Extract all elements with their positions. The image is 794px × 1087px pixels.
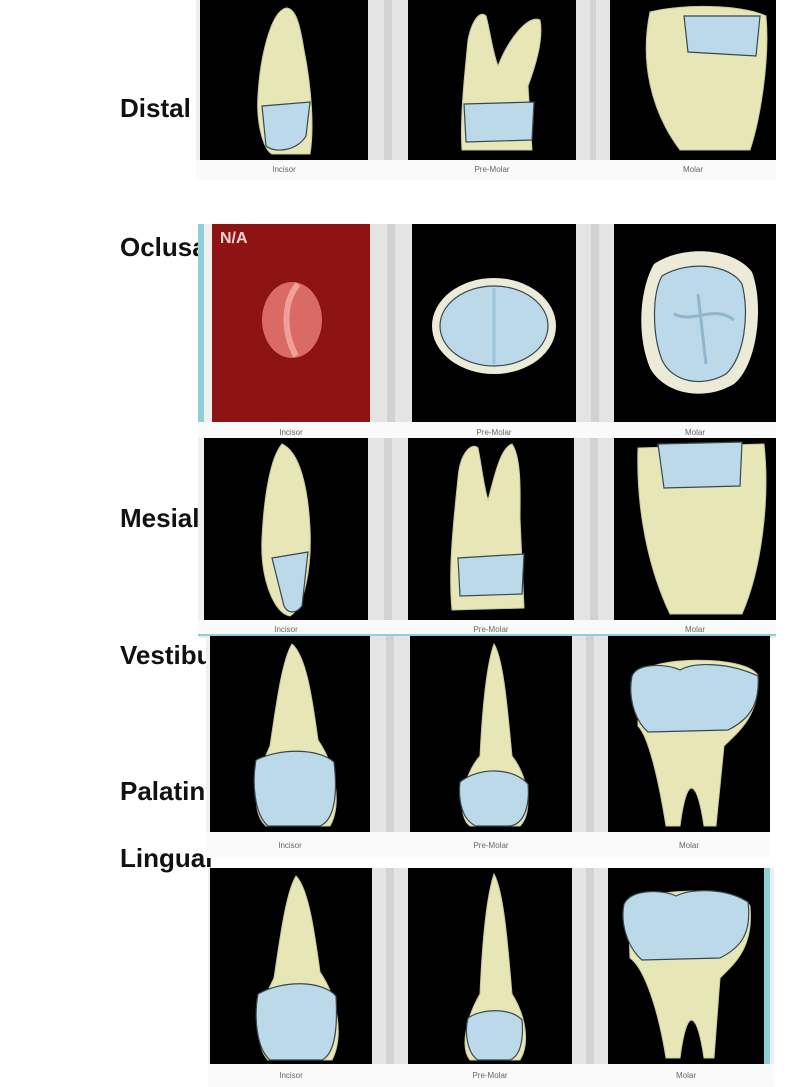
mesial-premolar-image — [408, 438, 574, 620]
oclusal-divider — [370, 224, 412, 422]
oclusal-incisor-caption: Incisor — [212, 428, 370, 437]
palatino-lingual-premolar-caption: Pre-Molar — [408, 1071, 572, 1080]
distal-image-strip: Incisor Pre-Molar Molar — [196, 0, 776, 180]
vestibular-divider — [370, 636, 410, 832]
palatino-lingual-incisor-caption: Incisor — [210, 1071, 372, 1080]
mesial-premolar-caption: Pre-Molar — [408, 625, 574, 634]
mesial-molar-image — [614, 438, 776, 620]
oclusal-incisor-image: N/A — [212, 224, 370, 422]
palatino-lingual-molar-image — [608, 868, 764, 1064]
mesial-image-strip: Incisor Pre-Molar Molar — [198, 438, 776, 638]
palatino-lingual-incisor-image — [210, 868, 372, 1064]
distal-molar-caption: Molar — [610, 165, 776, 174]
vestibular-incisor-image — [210, 636, 370, 832]
distal-incisor-caption: Incisor — [200, 165, 368, 174]
vestibular-premolar-caption: Pre-Molar — [410, 841, 572, 850]
vestibular-incisor-caption: Incisor — [210, 841, 370, 850]
palatino-lingual-image-strip: Incisor Pre-Molar Molar — [208, 868, 774, 1087]
palatino-lingual-divider — [572, 868, 608, 1064]
mesial-divider — [368, 438, 408, 620]
vestibular-molar-caption: Molar — [608, 841, 770, 850]
oclusal-molar-caption: Molar — [614, 428, 776, 437]
vestibular-molar-image — [608, 636, 770, 832]
distal-incisor-image — [200, 0, 368, 160]
oclusal-image-strip: N/A Incisor Pre-Molar Molar — [198, 224, 776, 438]
vestibular-premolar-image — [410, 636, 572, 832]
vestibular-image-strip: Incisor Pre-Molar Molar — [206, 636, 770, 858]
mesial-divider — [574, 438, 614, 620]
oclusal-divider — [576, 224, 614, 422]
palatino-lingual-molar-caption: Molar — [608, 1071, 764, 1080]
oclusal-accent-line — [198, 224, 204, 438]
palatino-lingual-divider — [372, 868, 408, 1064]
oclusal-molar-image — [614, 224, 776, 422]
mesial-incisor-caption: Incisor — [204, 625, 368, 634]
palatino-lingual-premolar-image — [408, 868, 572, 1064]
palatino-lingual-accent-line — [764, 868, 770, 1068]
row-label-distal: Distal — [120, 93, 191, 124]
distal-premolar-caption: Pre-Molar — [408, 165, 576, 174]
distal-divider — [576, 0, 610, 160]
oclusal-premolar-image — [412, 224, 576, 422]
distal-molar-image — [610, 0, 776, 160]
not-applicable-tag: N/A — [220, 230, 248, 248]
mesial-incisor-image — [204, 438, 368, 620]
row-label-mesial: Mesial — [120, 503, 200, 534]
row-label-lingual: Lingual — [120, 843, 212, 874]
mesial-molar-caption: Molar — [614, 625, 776, 634]
distal-divider — [368, 0, 408, 160]
vestibular-divider — [572, 636, 608, 832]
oclusal-premolar-caption: Pre-Molar — [412, 428, 576, 437]
distal-premolar-image — [408, 0, 576, 160]
